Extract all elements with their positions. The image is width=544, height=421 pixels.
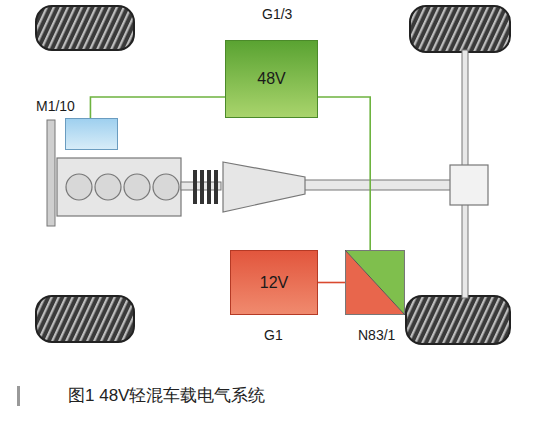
split-box-shape: [345, 250, 405, 315]
clutch: [193, 170, 218, 204]
starter-generator: [65, 118, 118, 150]
gearbox: [223, 162, 305, 212]
differential: [450, 165, 488, 205]
voltage-label: 12V: [260, 274, 288, 292]
wire: [318, 282, 345, 284]
part-label: G1: [264, 327, 283, 343]
part-label: N83/1: [358, 327, 395, 343]
dc-dc-converter: [345, 250, 405, 315]
part-label: M1/10: [36, 98, 75, 114]
wire: [90, 97, 225, 118]
battery-12v: 12V: [230, 250, 318, 315]
caption-bar: [17, 386, 20, 406]
wire: [318, 97, 370, 250]
drive-shaft: [303, 180, 451, 190]
figure-caption: 图1 48V轻混车载电气系统: [68, 384, 265, 407]
pulley: [47, 120, 55, 226]
part-label: G1/3: [262, 6, 292, 22]
cylinder: [66, 174, 179, 200]
battery-48v: 48V: [225, 40, 318, 118]
tire: [36, 6, 510, 344]
engine-block: [57, 158, 181, 216]
voltage-label: 48V: [257, 70, 285, 88]
